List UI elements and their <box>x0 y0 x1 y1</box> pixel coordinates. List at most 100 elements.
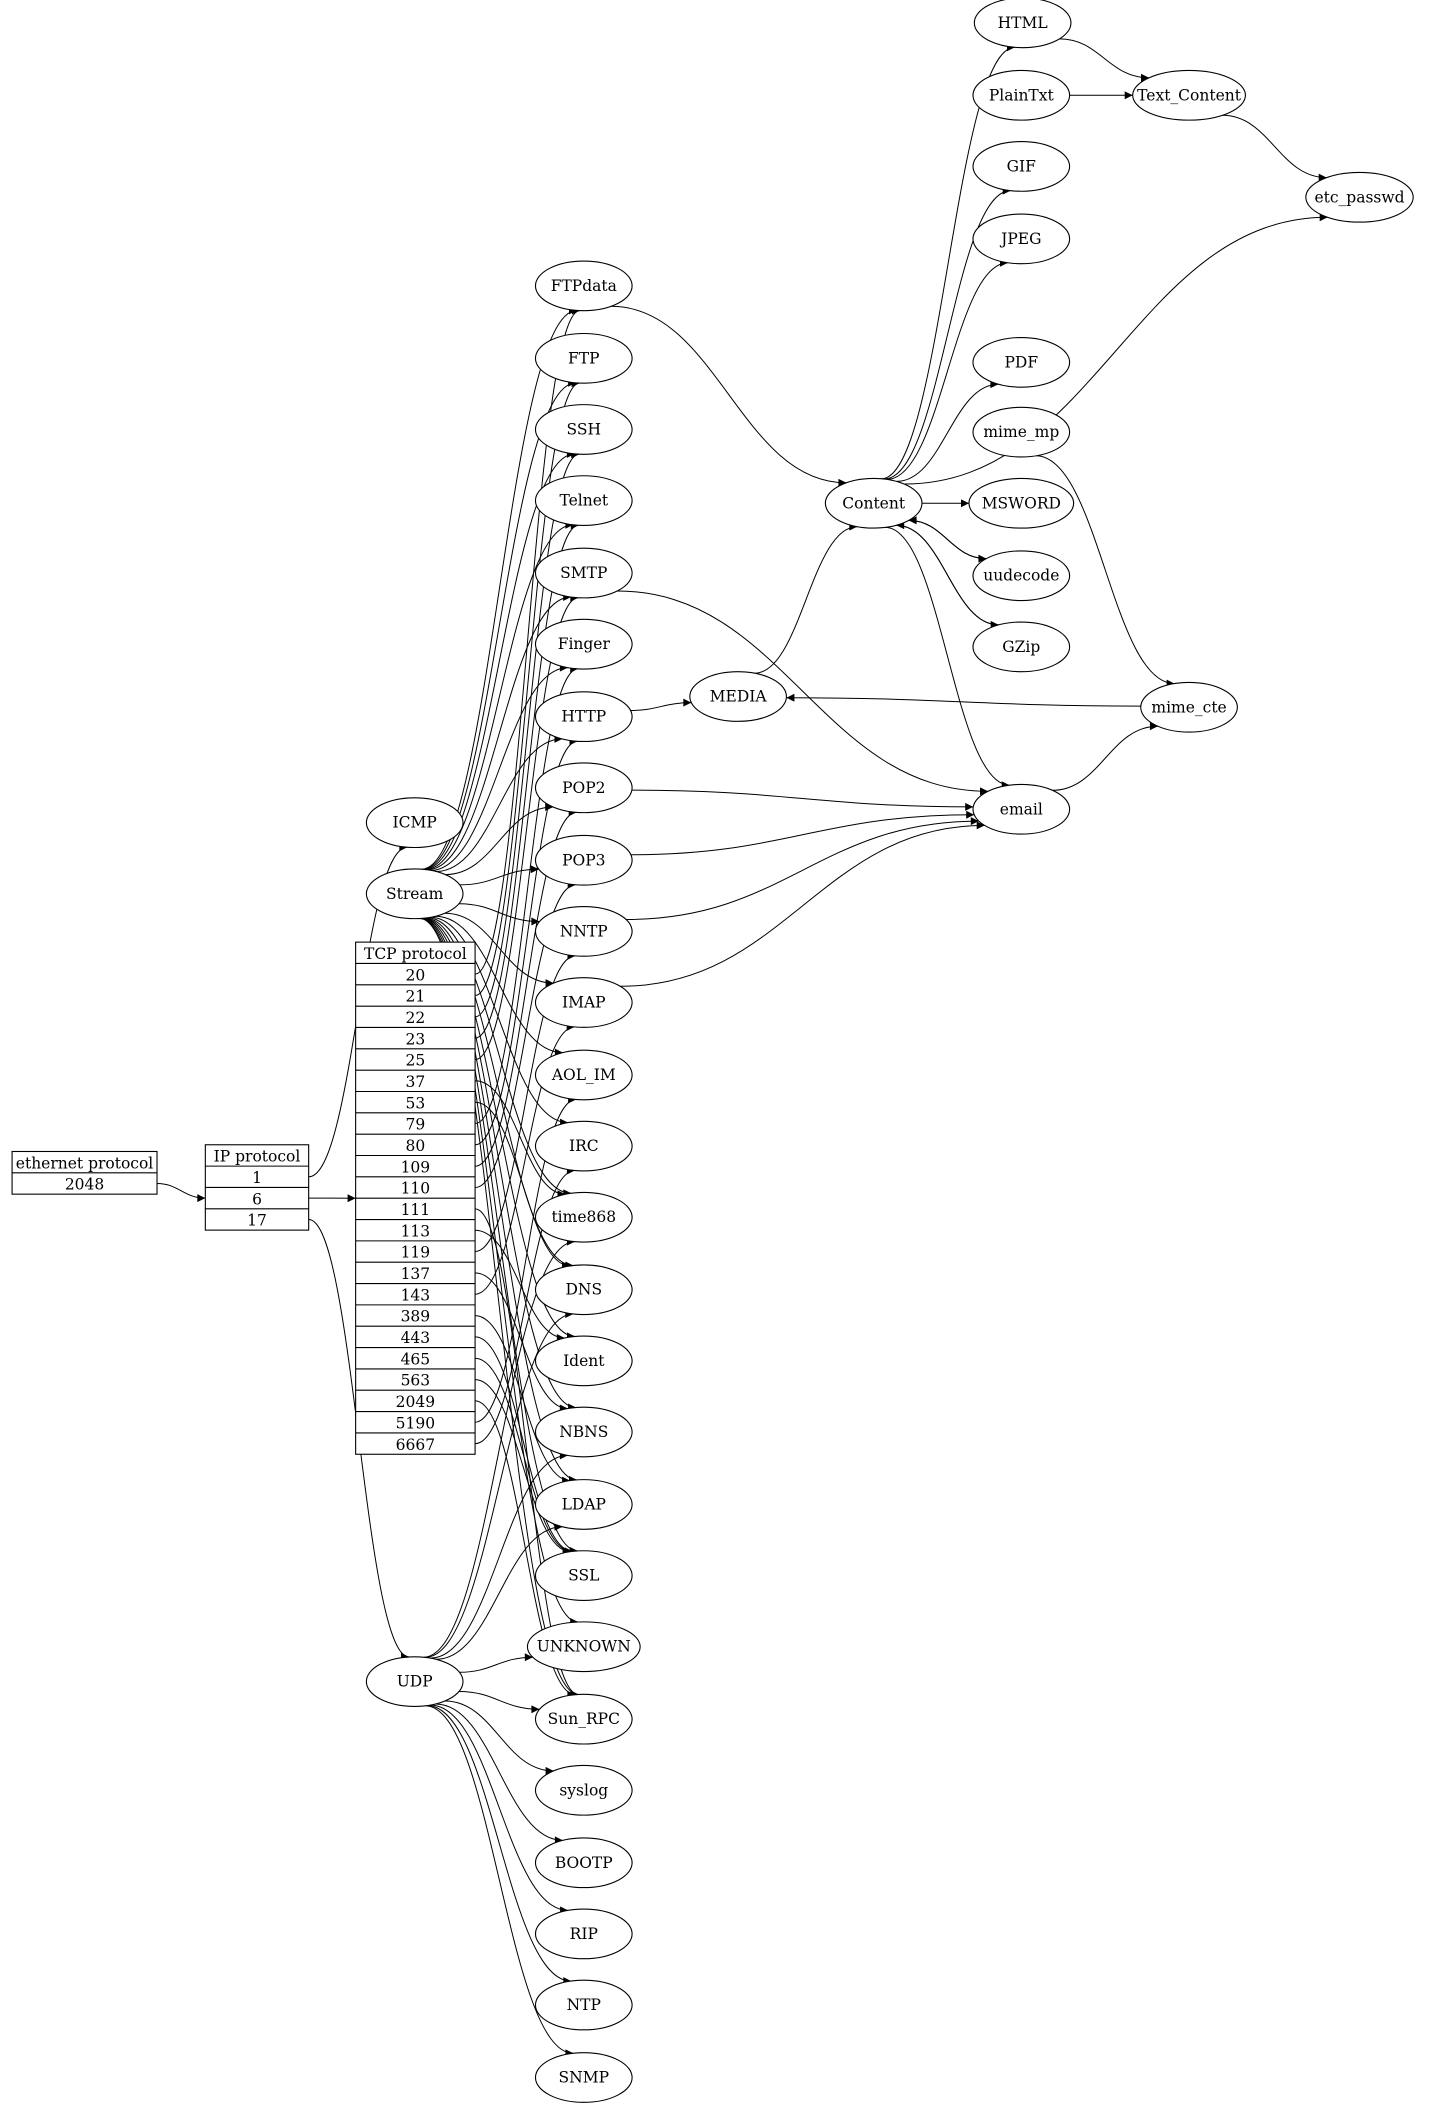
node-shape <box>972 550 1071 602</box>
node-shape <box>972 783 1071 835</box>
edge-tcp-10-to-POP3 <box>475 880 576 1188</box>
node-shape <box>534 1479 633 1530</box>
edge-line <box>475 1379 571 1556</box>
node-label: Telnet <box>559 492 608 510</box>
node-label: Finger <box>558 635 611 653</box>
table-cell: 22 <box>405 1009 425 1027</box>
edge-line <box>156 1183 206 1203</box>
node-media: MEDIA <box>689 671 787 722</box>
edge-IMAP-to-email <box>620 821 985 987</box>
node-label: UDP <box>397 1673 433 1691</box>
node-label: time868 <box>551 1208 616 1226</box>
node-label: ICMP <box>393 814 437 832</box>
node-label: mime_mp <box>983 423 1059 441</box>
edge-email-to-mime_cte <box>1052 722 1158 791</box>
node-label: SMTP <box>560 564 607 582</box>
node-shape <box>534 834 633 886</box>
edge-line <box>475 1166 575 1445</box>
node-shape <box>534 1406 633 1458</box>
node-shape <box>968 477 1075 529</box>
node-label: POP2 <box>562 779 605 797</box>
edge-Text_Content-to-etc_passwd <box>1222 114 1327 182</box>
edge-tcp-16-to-LDAP <box>475 1315 571 1485</box>
node-label: uudecode <box>983 567 1059 585</box>
node-unknown: UNKNOWN <box>526 1621 641 1673</box>
node-etc-passwd: etc_passwd <box>1305 171 1414 223</box>
edge-line <box>475 880 576 1188</box>
node-shape <box>526 1621 641 1673</box>
edge-Content-to-JPEG <box>886 258 1009 480</box>
edge-Stream-to-SMTP <box>427 593 572 871</box>
node-label: HTML <box>998 14 1048 32</box>
edge-tcp-17-to-SSL <box>475 1336 573 1556</box>
node-shape <box>534 906 633 957</box>
edge-line <box>881 43 1016 480</box>
node-label: GZip <box>1002 638 1040 656</box>
node-rip: RIP <box>534 1908 633 1960</box>
node-smtp: SMTP <box>534 547 633 599</box>
edge-line <box>617 590 989 796</box>
node-label: MSWORD <box>982 494 1061 512</box>
node-label: LDAP <box>562 1495 606 1513</box>
edge-line <box>475 1400 576 1699</box>
edge-line <box>908 516 987 560</box>
edge-tcp-20-to-Sun_RPC <box>475 1400 576 1699</box>
edge-line <box>886 258 1009 480</box>
node-shape <box>534 1693 633 1745</box>
node-ident: Ident <box>534 1335 633 1387</box>
edge-mime_cte-to-MEDIA <box>786 693 1141 707</box>
node-ftp: FTP <box>534 332 633 384</box>
edge-tcp-13-to-NNTP <box>475 951 576 1252</box>
table-header: IP protocol <box>214 1148 301 1166</box>
node-shape <box>972 406 1071 458</box>
edge-eth-0-to-ip <box>156 1183 206 1203</box>
edge-line <box>430 1451 568 1659</box>
node-label: GIF <box>1007 157 1037 175</box>
node-label: FTP <box>568 349 600 367</box>
edge-line <box>620 821 985 987</box>
node-finger: Finger <box>534 618 633 670</box>
edge-line <box>444 1700 554 1775</box>
edge-line <box>430 1704 569 1915</box>
node-label: PlainTxt <box>989 86 1055 104</box>
node-aol-im: AOL_IM <box>534 1049 633 1101</box>
edge-line <box>444 912 554 988</box>
node-label: etc_passwd <box>1314 188 1404 206</box>
node-label: JPEG <box>999 230 1041 248</box>
node-nntp: NNTP <box>534 906 633 957</box>
table-header: TCP protocol <box>364 945 467 963</box>
edge-line <box>423 449 575 870</box>
edge-mime_mp-to-mime_cte <box>1035 455 1175 688</box>
edge-SMTP-to-email <box>617 590 989 796</box>
edge-tcp-15-to-IMAP <box>475 1022 575 1295</box>
table-header: ethernet protocol <box>16 1154 154 1172</box>
edge-POP3-to-email <box>630 810 975 856</box>
node-label: mime_cte <box>1151 698 1226 716</box>
node-http: HTTP <box>534 691 633 743</box>
node-shape <box>365 797 464 849</box>
node-label: UNKNOWN <box>537 1638 631 1656</box>
node-shape <box>972 69 1071 121</box>
node-shape <box>534 1264 633 1316</box>
node-shape <box>972 336 1071 388</box>
edge-line <box>754 522 858 674</box>
edge-line <box>904 213 1328 485</box>
table-cell: 110 <box>401 1180 431 1198</box>
node-label: syslog <box>559 1781 608 1799</box>
edge-tcp-1-to-FTP <box>475 379 580 996</box>
node-mime-cte: mime_cte <box>1140 681 1238 733</box>
node-shape <box>534 1837 633 1889</box>
node-shape <box>972 141 1071 192</box>
table-cell: 80 <box>405 1137 425 1155</box>
node-shape <box>534 1120 633 1172</box>
node-shape <box>534 1979 633 2031</box>
edge-line <box>1059 38 1150 82</box>
node-shape <box>534 1550 633 1601</box>
node-html: HTML <box>973 0 1072 49</box>
edge-line <box>435 1522 563 1660</box>
edge-UDP-to-NTP <box>427 1705 572 1986</box>
edge-line <box>427 1705 572 1986</box>
node-label: IRC <box>569 1137 599 1155</box>
node-label: RIP <box>570 1925 598 1943</box>
